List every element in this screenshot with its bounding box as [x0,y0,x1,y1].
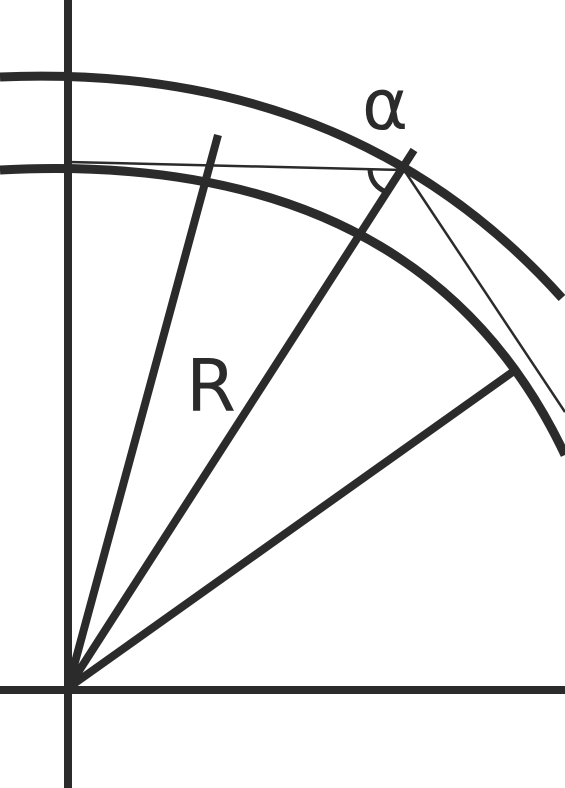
outer-arc [0,71,565,302]
radial-line-1 [64,133,222,690]
angle-marker [367,167,388,195]
inner-arc [0,164,565,457]
angle-label: α [362,64,408,146]
radial-line-3 [65,367,517,692]
chord-line-top [67,160,405,172]
chord-line-right [402,169,565,413]
radius-label: R [186,344,236,428]
radial-line-2 [64,147,418,691]
